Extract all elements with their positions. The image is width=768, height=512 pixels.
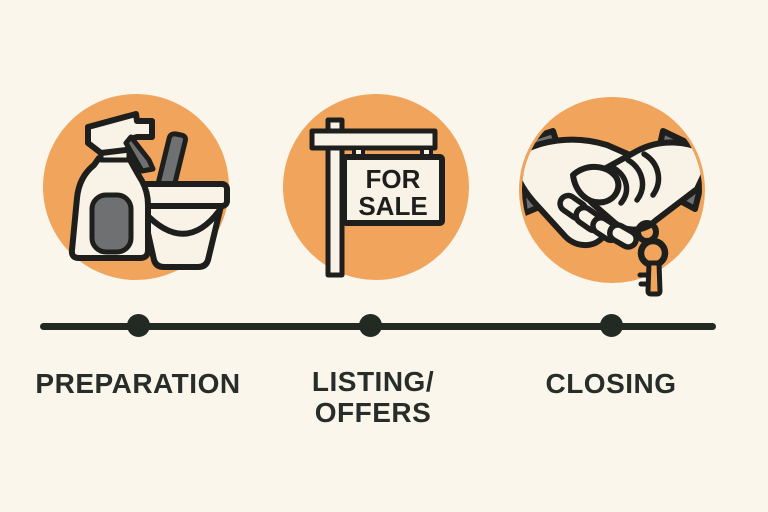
cleaning-art	[68, 111, 230, 270]
timeline-dot-listing-offers	[359, 314, 382, 337]
sign-beam	[309, 128, 438, 151]
key-shaft	[645, 260, 663, 297]
for-sale-sign-icon: FOR SALE	[283, 94, 469, 280]
brush-handle	[154, 131, 188, 194]
stage-label-listing-offers: LISTING/ OFFERS	[312, 366, 434, 428]
finger-line	[625, 157, 646, 203]
cleaning-supplies-icon	[43, 94, 230, 280]
finger-line	[641, 151, 662, 198]
sign-text-line2: SALE	[358, 191, 427, 221]
stage-label-preparation: PREPARATION	[35, 368, 240, 399]
finger-line	[609, 164, 630, 206]
timeline-dot-closing	[600, 314, 623, 337]
stage-label-line: PREPARATION	[35, 368, 241, 399]
stage-label-closing: CLOSING	[545, 368, 676, 399]
bucket-handle	[141, 208, 222, 237]
handshake-keys-icon	[519, 97, 705, 297]
stage-label-line: LISTING/	[311, 366, 435, 397]
key	[635, 220, 669, 297]
timeline-dot-preparation	[127, 314, 150, 337]
thumb	[570, 164, 622, 206]
stage-label-line: CLOSING	[545, 368, 677, 399]
sign-text-line1: FOR	[366, 164, 421, 194]
stage-label-line: OFFERS	[314, 397, 432, 428]
sign-art: FOR SALE	[309, 117, 445, 278]
sprayer-head	[85, 111, 155, 156]
knuckle-finger	[607, 222, 639, 250]
sprayer-trigger	[123, 134, 156, 174]
bottle-label	[89, 192, 134, 255]
sign-board	[341, 154, 445, 226]
